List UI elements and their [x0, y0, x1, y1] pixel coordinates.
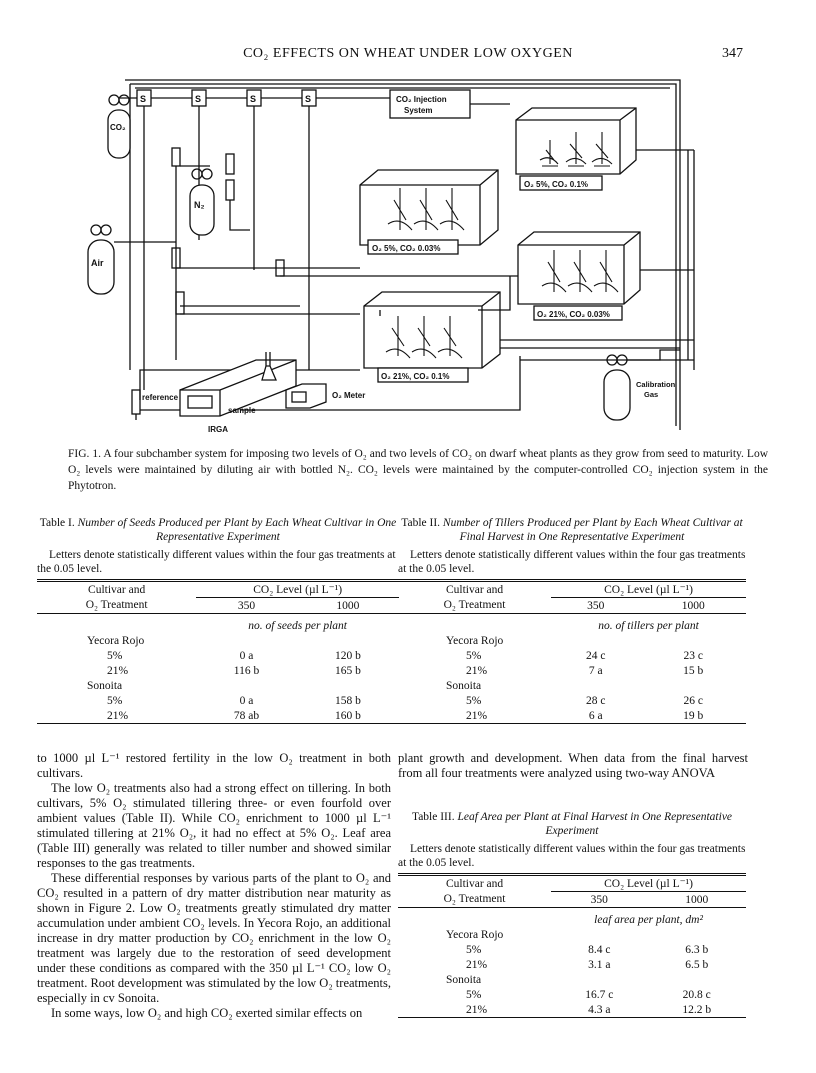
table-3-grid: Cultivar and CO₂ Level (µl L⁻¹) O₂ Treat…	[398, 876, 746, 1017]
table-2-title-text: Number of Tillers Produced per Plant by …	[442, 517, 743, 543]
table-3-note: Letters denote statistically different v…	[398, 843, 746, 869]
table-row: Sonoita	[446, 679, 482, 692]
s-valve-2-label: S	[195, 94, 201, 104]
o2-meter-label: O₂ Meter	[332, 391, 365, 400]
chamber-label-21-003: O₂ 21%, CO₂ 0.03%	[537, 310, 610, 319]
figure-1-diagram: S S S S CO₂ N₂ Air CO₂ Injection System …	[87, 79, 695, 434]
table-3-head-treatment: O₂ Treatment	[443, 893, 506, 906]
paragraph: plant growth and development. When data …	[398, 751, 748, 780]
body-text-left: to 1000 µl L⁻¹ restored fertility in the…	[37, 751, 391, 1021]
s-valve-4-label: S	[305, 94, 311, 104]
table-1-title-text: Number of Seeds Produced per Plant by Ea…	[77, 517, 397, 543]
paragraph: In some ways, low O₂ and high CO₂ exerte…	[51, 1006, 363, 1020]
irga-label: IRGA	[208, 425, 228, 434]
table-1-head-350: 350	[237, 599, 256, 612]
table-2-head-1000: 1000	[681, 599, 705, 612]
table-1-head-1000: 1000	[336, 599, 360, 612]
co2-injection-label-2: System	[404, 106, 432, 115]
table-3-head-1000: 1000	[685, 893, 709, 906]
calibration-gas-label-1: Calibration	[636, 380, 676, 389]
table-1: Table I. Number of Seeds Produced per Pl…	[37, 516, 399, 724]
figure-1-caption: FIG. 1. A four subchamber system for imp…	[68, 448, 768, 492]
table-1-units: no. of seeds per plant	[248, 619, 347, 632]
table-row: Sonoita	[87, 679, 123, 692]
co2-tank-label: CO₂	[110, 123, 126, 132]
paragraph: to 1000 µl L⁻¹ restored fertility in the…	[37, 751, 391, 780]
table-3-label: Table III.	[411, 811, 455, 823]
table-2-head-350: 350	[587, 599, 605, 612]
running-title: CO₂ EFFECTS ON WHEAT UNDER LOW OXYGEN	[243, 46, 573, 61]
paragraph: The low O₂ treatments also had a strong …	[37, 781, 391, 870]
chamber-label-5-01: O₂ 5%, CO₂ 0.1%	[524, 180, 588, 189]
table-1-label: Table I.	[39, 517, 75, 529]
reference-label: reference	[142, 393, 179, 402]
table-2-note: Letters denote statistically different v…	[398, 549, 746, 575]
table-2-head-group: CO₂ Level (µl L⁻¹)	[551, 582, 746, 598]
table-1-head-treatment: O₂ Treatment	[85, 599, 148, 612]
table-row: Yecora Rojo	[87, 634, 145, 647]
table-3-head-group: CO₂ Level (µl L⁻¹)	[551, 876, 746, 892]
table-2-grid: Cultivar and CO₂ Level (µl L⁻¹) O₂ Treat…	[398, 582, 746, 723]
table-3-title: Table III. Leaf Area per Plant at Final …	[398, 810, 746, 838]
table-2-units: no. of tillers per plant	[598, 619, 699, 632]
table-1-title: Table I. Number of Seeds Produced per Pl…	[37, 516, 399, 544]
n2-tank-label: N₂	[194, 200, 205, 210]
table-2-head-cultivar: Cultivar and	[445, 583, 504, 596]
table-3: Table III. Leaf Area per Plant at Final …	[398, 810, 746, 1018]
table-1-note: Letters denote statistically different v…	[37, 549, 396, 575]
chamber-label-21-01: O₂ 21%, CO₂ 0.1%	[381, 372, 449, 381]
paragraph: These differential responses by various …	[37, 871, 391, 1005]
air-tank-label: Air	[91, 258, 104, 268]
table-1-head-cultivar: Cultivar and	[88, 583, 146, 596]
table-3-title-text: Leaf Area per Plant at Final Harvest in …	[457, 811, 733, 837]
table-3-head-350: 350	[590, 893, 608, 906]
table-row: Sonoita	[446, 973, 482, 986]
table-2: Table II. Number of Tillers Produced per…	[398, 516, 746, 724]
page-number: 347	[722, 46, 743, 61]
body-text-right: plant growth and development. When data …	[398, 751, 748, 781]
table-3-units: leaf area per plant, dm²	[594, 913, 703, 926]
s-valve-3-label: S	[250, 94, 256, 104]
table-3-head-cultivar: Cultivar and	[445, 877, 504, 890]
calibration-gas-label-2: Gas	[644, 390, 658, 399]
co2-injection-label-1: CO₂ Injection	[396, 95, 447, 104]
table-row: Yecora Rojo	[446, 928, 504, 941]
table-1-grid: Cultivar and CO₂ Level (µl L⁻¹) O₂ Treat…	[37, 582, 399, 723]
table-2-label: Table II.	[401, 517, 441, 529]
chamber-label-5-003: O₂ 5%, CO₂ 0.03%	[372, 244, 440, 253]
s-valve-1-label: S	[140, 94, 146, 104]
table-2-head-treatment: O₂ Treatment	[443, 599, 506, 612]
sample-label: sample	[228, 406, 256, 415]
table-row: Yecora Rojo	[446, 634, 504, 647]
table-2-title: Table II. Number of Tillers Produced per…	[398, 516, 746, 544]
table-1-head-group: CO₂ Level (µl L⁻¹)	[196, 582, 399, 598]
